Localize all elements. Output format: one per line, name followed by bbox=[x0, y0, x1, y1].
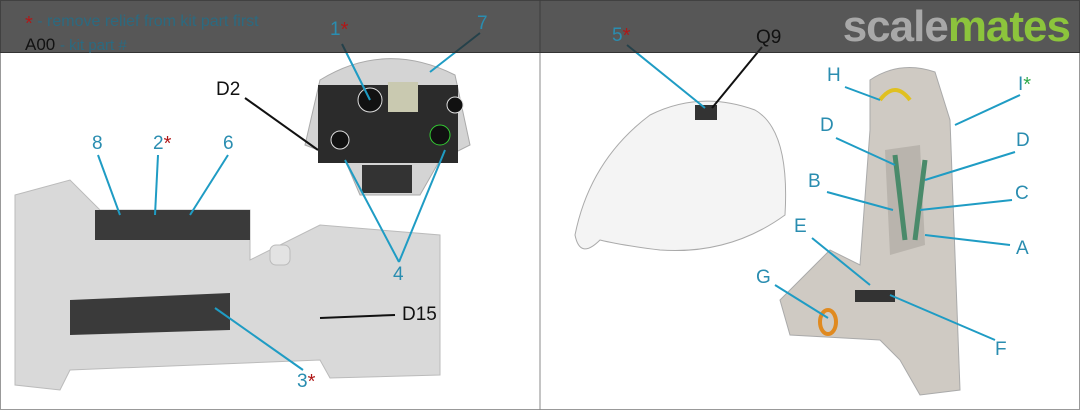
legend-star-text: - remove relief from kit part first bbox=[37, 13, 259, 30]
legend-band: * - remove relief from kit part first A0… bbox=[0, 0, 1080, 55]
watermark-part2: mates bbox=[947, 2, 1071, 51]
pe-leader-lines bbox=[97, 32, 1021, 371]
legend-part-code: A00 bbox=[25, 35, 56, 54]
ejection-seat bbox=[779, 67, 961, 396]
legend-part-row: A00 - kit part # bbox=[25, 35, 127, 55]
watermark-part1: scale bbox=[842, 2, 949, 51]
kit-leader-lines bbox=[244, 46, 763, 319]
legend-star-row: * - remove relief from kit part first bbox=[25, 13, 259, 36]
star-symbol: * bbox=[25, 13, 33, 35]
scalemates-watermark: scalemates bbox=[842, 2, 1071, 52]
canopy bbox=[574, 100, 787, 252]
cockpit-tub bbox=[14, 179, 441, 391]
legend-part-text: - kit part # bbox=[59, 37, 127, 54]
